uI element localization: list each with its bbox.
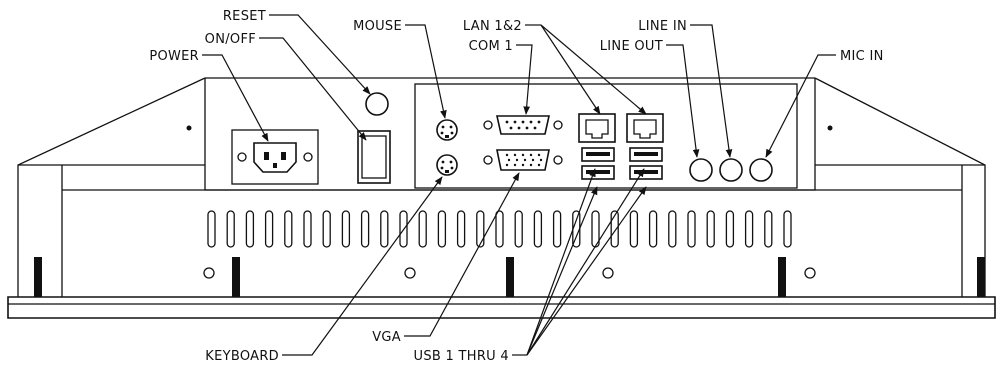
label-power: POWER xyxy=(149,49,199,64)
vent-slot xyxy=(341,210,351,248)
label-line-in: LINE IN xyxy=(638,19,687,34)
vent-slot xyxy=(783,210,792,248)
vent-slot xyxy=(495,210,504,248)
label-mouse: MOUSE xyxy=(353,19,402,34)
label-on-off: ON/OFF xyxy=(205,32,256,47)
vent-slot xyxy=(226,210,235,248)
label-vga: VGA xyxy=(372,330,401,345)
ps2-mouse-port xyxy=(436,119,458,141)
vent-slot xyxy=(380,210,389,248)
vent-slot xyxy=(764,210,773,248)
lan-port-2 xyxy=(626,113,664,143)
line-in-jack xyxy=(719,158,743,182)
vent-slot xyxy=(533,210,543,248)
callout-labels: RESET ON/OFF POWER MOUSE LAN 1&2 COM 1 L… xyxy=(149,9,883,364)
vent-slot xyxy=(264,210,274,248)
label-com: COM 1 xyxy=(469,39,513,54)
lan-port-1 xyxy=(578,113,616,143)
vent-slot xyxy=(610,210,619,248)
vent-slot xyxy=(629,210,639,248)
vent-slot xyxy=(456,210,466,248)
vent-slot xyxy=(514,210,523,248)
mic-in-jack xyxy=(749,158,773,182)
vent-slot xyxy=(744,210,754,248)
label-reset: RESET xyxy=(223,9,266,24)
vent-slot xyxy=(668,210,677,248)
vent-slot xyxy=(552,210,562,248)
vent-slot xyxy=(476,210,485,248)
vent-slots xyxy=(207,210,792,248)
label-mic-in: MIC IN xyxy=(840,49,884,64)
vent-slot xyxy=(437,210,447,248)
line-out-jack xyxy=(689,158,713,182)
usb-ports xyxy=(581,147,663,180)
com-port xyxy=(483,115,563,135)
power-switch xyxy=(357,130,391,184)
vent-slot xyxy=(284,210,293,248)
vent-slot xyxy=(207,210,216,248)
label-keyboard: KEYBOARD xyxy=(205,349,279,364)
vent-slot xyxy=(725,210,735,248)
vent-slot xyxy=(245,210,255,248)
vent-slot xyxy=(360,210,370,248)
label-usb: USB 1 THRU 4 xyxy=(414,349,510,364)
vent-slot xyxy=(399,210,408,248)
vent-slot xyxy=(418,210,427,248)
reset-button xyxy=(365,92,389,116)
label-lan: LAN 1&2 xyxy=(463,19,522,34)
label-line-out: LINE OUT xyxy=(600,39,663,54)
ps2-keyboard-port xyxy=(436,154,458,176)
vent-slot xyxy=(706,210,715,248)
vent-slot xyxy=(648,210,658,248)
vent-slot xyxy=(687,210,696,248)
power-inlet xyxy=(231,129,319,185)
vent-slot xyxy=(303,210,312,248)
leader-lines xyxy=(202,14,836,356)
vent-slot xyxy=(322,210,331,248)
vga-port xyxy=(483,149,563,171)
chassis xyxy=(7,77,996,319)
